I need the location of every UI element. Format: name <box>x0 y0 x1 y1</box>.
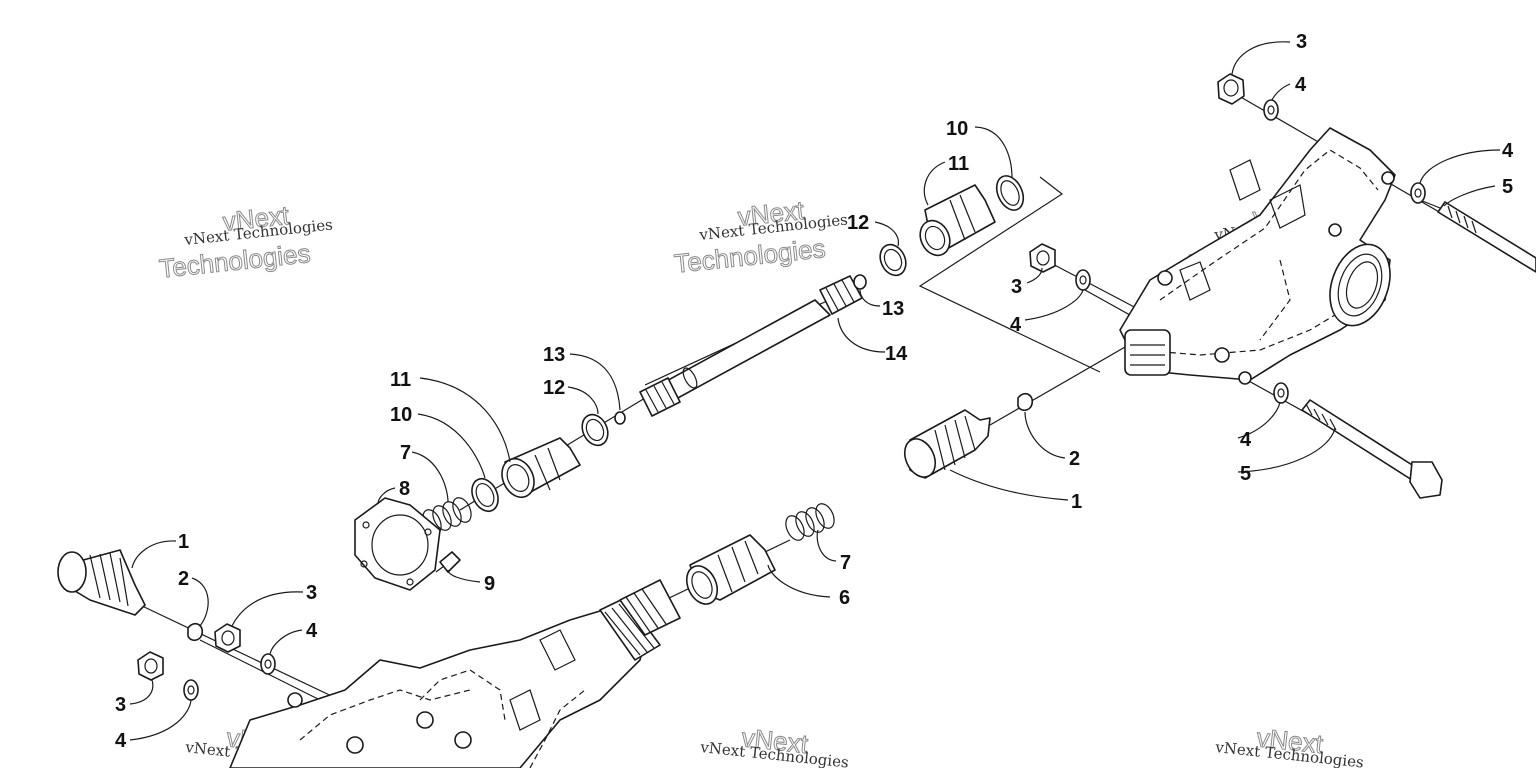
washer-4-left <box>260 653 276 675</box>
callout-labels: 3 4 10 11 4 5 12 3 13 4 14 13 11 12 10 7… <box>115 31 1514 752</box>
callout-2-right: 2 <box>1069 448 1080 470</box>
callout-3-mid: 3 <box>1011 276 1022 298</box>
flange-plate-8 <box>354 497 441 591</box>
callout-1-left: 1 <box>178 531 189 553</box>
callout-4-top: 4 <box>1295 74 1307 96</box>
watermark-5: vNext vNext Technologies <box>699 722 850 768</box>
ring-13-mid <box>614 411 626 425</box>
callout-2-left: 2 <box>178 568 189 590</box>
driveshaft-14 <box>639 275 863 417</box>
bolt-9 <box>435 551 461 573</box>
ring-13-top <box>853 274 867 290</box>
watermark-outline-b: Technologies <box>158 238 312 284</box>
callout-5-low: 5 <box>1240 463 1251 485</box>
callout-10-top: 10 <box>946 118 968 140</box>
bolt-5-bottom <box>1301 399 1443 499</box>
boot-1-right <box>903 409 991 479</box>
leader-lines <box>129 41 1501 741</box>
washer-4-mid <box>1075 269 1091 291</box>
callout-9: 9 <box>484 573 495 595</box>
rear-gearcase <box>1119 127 1396 385</box>
clamp-2-left <box>187 622 204 642</box>
nut-3-top <box>1217 73 1245 105</box>
callout-4-left: 4 <box>306 620 318 642</box>
callout-3-top: 3 <box>1296 31 1307 53</box>
callout-7-right: 7 <box>840 552 851 574</box>
group-bracket <box>918 176 1101 373</box>
washer-4-bottom <box>183 679 199 701</box>
clamp-10-top <box>995 175 1025 211</box>
callout-6: 6 <box>839 587 850 609</box>
callout-4-mid: 4 <box>1010 314 1022 336</box>
nut-3-mid <box>1029 243 1056 273</box>
nut-3-left <box>214 623 241 653</box>
callout-7-left: 7 <box>400 442 411 464</box>
callout-11-top: 11 <box>948 153 969 175</box>
cv-boot-11-mid <box>501 437 581 499</box>
clamp-12-top <box>879 243 907 277</box>
nut-3-bottom <box>137 651 164 681</box>
front-gearcase <box>229 579 681 768</box>
callout-4-right: 4 <box>1502 140 1514 162</box>
callout-3-left: 3 <box>306 582 317 604</box>
callout-11-mid: 11 <box>390 369 411 391</box>
callout-8: 8 <box>399 478 410 500</box>
cv-boot-6 <box>685 534 776 605</box>
clamp-12-mid <box>581 413 609 447</box>
watermark-6: vNext vNext Technologies <box>1214 722 1365 768</box>
callout-12-top: 12 <box>847 212 869 234</box>
callout-13-mid: 13 <box>543 344 565 366</box>
washer-4-right <box>1410 182 1426 204</box>
clamp-2-right <box>1017 392 1034 412</box>
callout-12-mid: 12 <box>543 377 565 399</box>
washer-4-top <box>1263 99 1279 121</box>
callout-10-mid: 10 <box>390 404 412 426</box>
callout-13-top: 13 <box>882 298 904 320</box>
bolt-5-top <box>1437 201 1536 273</box>
boot-1-left <box>57 549 146 616</box>
callout-4-low: 4 <box>1240 429 1252 451</box>
callout-14: 14 <box>885 343 908 365</box>
washer-4-low <box>1273 382 1289 404</box>
watermark-outline-b: Technologies <box>673 233 827 279</box>
callout-1-right: 1 <box>1071 491 1082 513</box>
watermark-2: vNext vNext Technologies Technologies <box>672 194 848 279</box>
callout-5-right: 5 <box>1502 176 1513 198</box>
spring-7-right <box>785 503 835 541</box>
callout-4-bottom: 4 <box>115 730 127 752</box>
callout-3-bottom: 3 <box>115 694 126 716</box>
clamp-10-mid <box>471 477 499 513</box>
cv-boot-11-top <box>919 184 996 257</box>
watermark-1: vNext vNext Technologies Technologies <box>157 199 333 284</box>
